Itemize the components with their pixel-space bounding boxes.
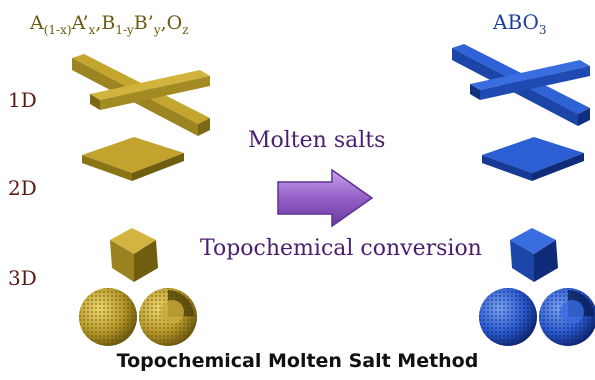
precursor-formula: A(1-x)A’x,B1-yB’y,Oz: [30, 12, 189, 37]
precursor-3d-cube: [110, 228, 158, 282]
precursor-formula-part: ,O: [160, 12, 183, 34]
product-3d-cube: [510, 228, 558, 282]
precursor-formula-part: A: [30, 12, 44, 34]
topochemical-conversion-label: Topochemical conversion: [200, 236, 482, 261]
product-3d-spheres: [479, 288, 595, 346]
precursor-formula-part: x: [88, 22, 96, 37]
precursor-formula-part: z: [182, 22, 189, 37]
precursor-formula-part: A’: [71, 12, 89, 34]
product-2d-plate: [482, 137, 584, 181]
molten-salts-label: Molten salts: [248, 128, 386, 153]
dimension-label-3d: 3D: [8, 266, 37, 290]
diagram-title: Topochemical Molten Salt Method: [116, 350, 479, 372]
dimension-label-2d: 2D: [8, 176, 37, 200]
product-formula: ABO3: [493, 10, 547, 37]
precursor-formula-part: (1-x): [43, 22, 72, 37]
product-1d-rods: [452, 44, 590, 126]
precursor-formula-part: B’: [133, 12, 154, 34]
precursor-2d-plate: [82, 137, 184, 181]
process-arrow: [277, 168, 374, 228]
precursor-formula-part: y: [153, 22, 161, 37]
product-formula-part: ABO: [493, 10, 539, 34]
product-formula-part: 3: [538, 23, 547, 37]
dimension-label-1d: 1D: [8, 88, 37, 112]
precursor-1d-rods: [72, 54, 210, 136]
precursor-formula-part: ,B: [95, 12, 116, 34]
precursor-3d-spheres: [79, 288, 197, 346]
precursor-formula-part: 1-y: [115, 22, 134, 37]
